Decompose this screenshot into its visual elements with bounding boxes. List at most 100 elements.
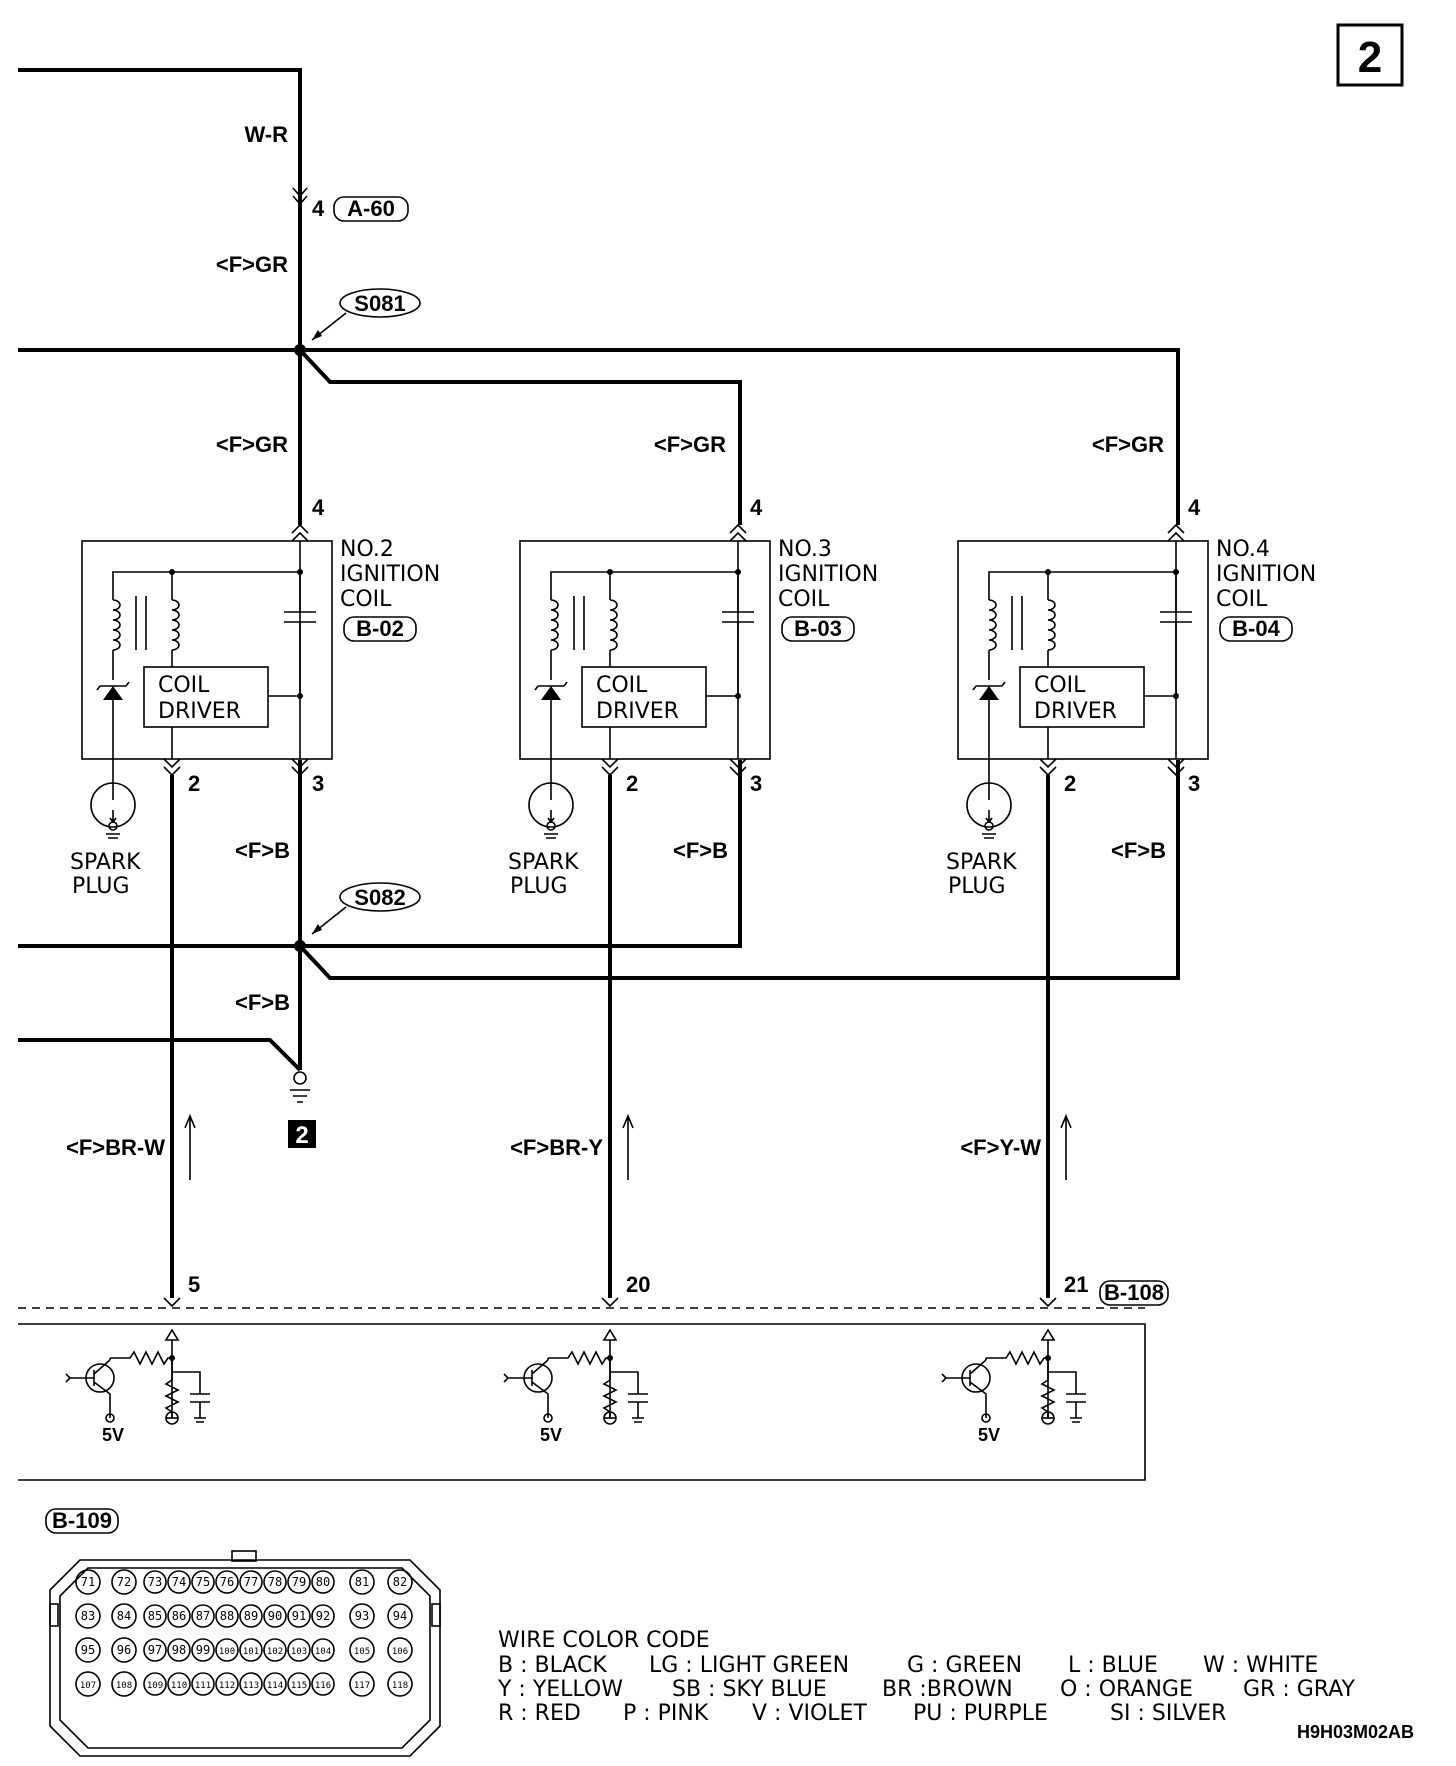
driver-leads bbox=[171, 695, 300, 759]
coil-core bbox=[573, 596, 585, 650]
ecu-input-node bbox=[164, 1328, 180, 1341]
coil-driver-box bbox=[143, 666, 269, 728]
transistor-base-mark bbox=[65, 1373, 72, 1383]
splice-s082-dot bbox=[294, 940, 306, 952]
signal-connector-mark bbox=[1039, 758, 1057, 777]
coil-connector-label: B-03 bbox=[794, 616, 842, 641]
connector-pin: 99 bbox=[191, 1638, 215, 1662]
pull-resistor bbox=[164, 1358, 180, 1418]
svg-text:100: 100 bbox=[219, 1647, 235, 1657]
coil-driver-label-1: COIL bbox=[596, 673, 648, 698]
svg-text:80: 80 bbox=[316, 1575, 330, 1589]
transistor-leads bbox=[946, 1358, 987, 1418]
connector-pin: 113 bbox=[239, 1672, 263, 1696]
coil-ground-wire-label: <F>B bbox=[673, 838, 728, 863]
coil-connector-label: B-04 bbox=[1232, 616, 1280, 641]
ground-pin: 3 bbox=[312, 771, 324, 796]
page-number: 2 bbox=[1358, 33, 1382, 82]
svg-text:111: 111 bbox=[195, 1681, 211, 1691]
wire-color-entry: GR : GRAY bbox=[1243, 1677, 1356, 1702]
signal-direction-arrow bbox=[1060, 1113, 1072, 1180]
zener-diode bbox=[541, 686, 561, 700]
connector-pin: 103 bbox=[287, 1638, 311, 1662]
coil-connector-tag bbox=[781, 616, 855, 642]
signal-pin: 2 bbox=[626, 771, 638, 796]
wire-color-entry: B : BLACK bbox=[498, 1653, 607, 1678]
svg-text:109: 109 bbox=[147, 1681, 163, 1691]
signal-wire-label: <F>BR-W bbox=[66, 1135, 165, 1160]
ecu-voltage-label: 5V bbox=[978, 1425, 1000, 1445]
splice-s082-arrowhead bbox=[312, 924, 322, 934]
svg-text:77: 77 bbox=[244, 1575, 258, 1589]
coil-driver-box bbox=[581, 666, 707, 728]
ecu-voltage-label: 5V bbox=[102, 1425, 124, 1445]
spark-gap bbox=[547, 788, 555, 824]
transistor-node bbox=[105, 1413, 115, 1423]
spark-gap bbox=[985, 788, 993, 824]
coil-feed-label: <F>GR bbox=[654, 432, 726, 457]
svg-text:104: 104 bbox=[315, 1647, 331, 1657]
signal-wire-label: <F>Y-W bbox=[960, 1135, 1041, 1160]
connector-pin: 106 bbox=[387, 1637, 413, 1663]
ecu-pin: 20 bbox=[626, 1272, 650, 1297]
svg-text:74: 74 bbox=[172, 1575, 186, 1589]
svg-text:105: 105 bbox=[354, 1647, 370, 1657]
zener-diode bbox=[103, 686, 123, 700]
connector-pin: 116 bbox=[311, 1672, 335, 1696]
plug-ground-node bbox=[108, 821, 118, 831]
coil-name-2: COIL bbox=[1216, 587, 1268, 612]
zener-bar bbox=[96, 681, 130, 691]
coil-connector-tag bbox=[1219, 616, 1293, 642]
capacitor bbox=[722, 572, 754, 696]
spark-plug-label-2: PLUG bbox=[72, 874, 130, 899]
coil-driver-label-2: DRIVER bbox=[158, 699, 241, 724]
ecu-connector-label: B-108 bbox=[1104, 1280, 1164, 1305]
zener-diode bbox=[979, 686, 999, 700]
wire-color-entry: LG : LIGHT GREEN bbox=[649, 1653, 849, 1678]
svg-text:113: 113 bbox=[243, 1681, 259, 1691]
connector-pin: 82 bbox=[387, 1569, 413, 1595]
connector-pin: 105 bbox=[349, 1637, 375, 1663]
svg-text:89: 89 bbox=[244, 1609, 258, 1623]
transistor-node bbox=[543, 1413, 553, 1423]
connector-pin: 89 bbox=[239, 1604, 263, 1628]
svg-text:116: 116 bbox=[315, 1681, 331, 1691]
page-number-box: 2 bbox=[1336, 23, 1404, 87]
svg-text:93: 93 bbox=[355, 1609, 369, 1623]
connector-pin: 102 bbox=[263, 1638, 287, 1662]
top-feed-wire bbox=[18, 68, 302, 350]
connector-pin: 86 bbox=[167, 1604, 191, 1628]
coil-body bbox=[519, 540, 771, 760]
connector-pin: 117 bbox=[349, 1671, 375, 1697]
capacitor bbox=[1160, 572, 1192, 696]
ecu-pin-mark bbox=[1039, 1297, 1057, 1308]
svg-text:86: 86 bbox=[172, 1609, 186, 1623]
svg-text:87: 87 bbox=[196, 1609, 210, 1623]
transistor-base-mark bbox=[941, 1373, 948, 1383]
coil-number: NO.3 bbox=[778, 537, 832, 562]
coil-ground-wire-label: <F>B bbox=[235, 838, 290, 863]
spark-plug-icon bbox=[90, 782, 136, 828]
svg-text:84: 84 bbox=[117, 1609, 131, 1623]
coil-driver-label-1: COIL bbox=[158, 673, 210, 698]
coil-driver-box bbox=[1019, 666, 1145, 728]
spark-plug-label-2: PLUG bbox=[948, 874, 1006, 899]
plug-ground-symbol bbox=[982, 833, 996, 839]
svg-text:88: 88 bbox=[220, 1609, 234, 1623]
feed-connector-mark bbox=[291, 523, 309, 542]
svg-text:110: 110 bbox=[171, 1681, 187, 1691]
svg-text:90: 90 bbox=[268, 1609, 282, 1623]
ground-connector-mark bbox=[1167, 758, 1185, 777]
splice-s081-label: S081 bbox=[354, 291, 405, 316]
connector-pin: 107 bbox=[75, 1671, 101, 1697]
spark-gap bbox=[109, 788, 117, 824]
svg-text:107: 107 bbox=[80, 1681, 96, 1691]
coil-body bbox=[81, 540, 333, 760]
spark-plug-label-1: SPARK bbox=[946, 850, 1017, 875]
wire-color-entry: V : VIOLET bbox=[752, 1701, 867, 1726]
zener-bar bbox=[972, 681, 1006, 691]
spark-plug-label-1: SPARK bbox=[508, 850, 579, 875]
top-branch-wire bbox=[298, 348, 742, 525]
